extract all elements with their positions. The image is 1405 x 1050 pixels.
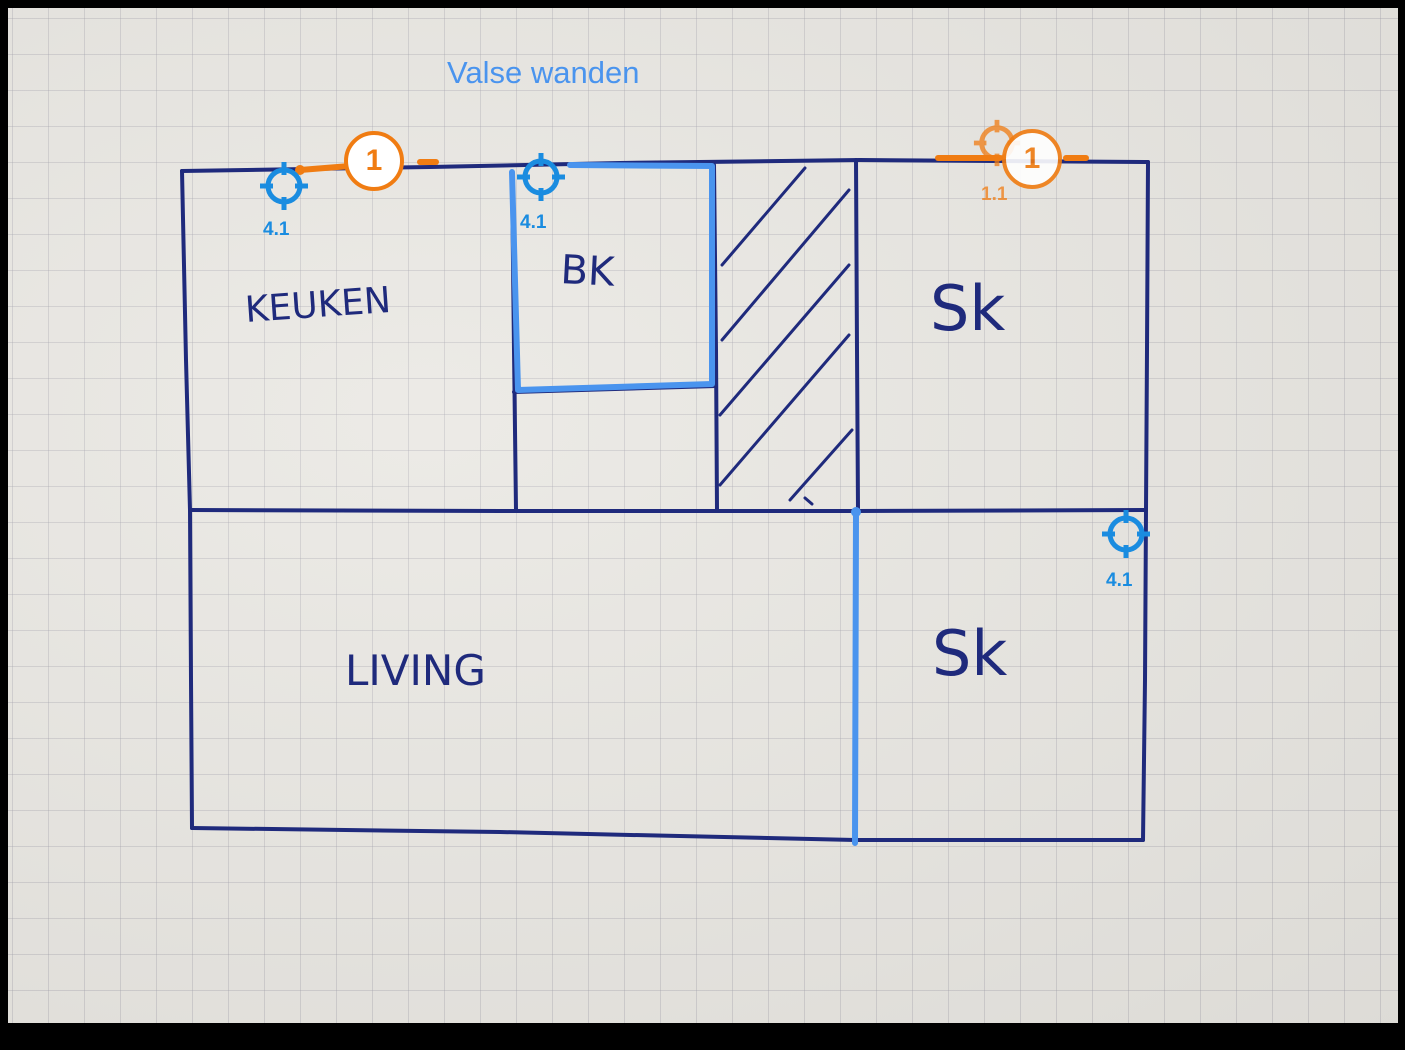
- room-labels: KEUKEN BK Sk LIVING Sk: [244, 247, 1008, 695]
- crosshair-icon[interactable]: [258, 160, 310, 212]
- room-label-sk-top: Sk: [930, 272, 1005, 345]
- middle-wall: [188, 508, 1148, 513]
- drawing-canvas: [8, 8, 1398, 1023]
- number-badge[interactable]: 1: [1002, 129, 1062, 189]
- orange-line-dot: [295, 165, 305, 175]
- false-wall-bk-outline[interactable]: [509, 162, 715, 393]
- crosshair-icon[interactable]: [515, 151, 567, 203]
- marker-label: 4.1: [1106, 570, 1133, 591]
- orange-line-left[interactable]: [297, 163, 353, 173]
- false-wall-vertical[interactable]: [852, 509, 859, 846]
- outer-wall-left: [180, 169, 194, 830]
- false-walls-overlay[interactable]: [509, 162, 861, 846]
- wall-shaft-sk: [854, 158, 860, 512]
- room-label-sk-bottom: Sk: [932, 617, 1007, 690]
- number-badge[interactable]: 1: [344, 131, 404, 191]
- crosshair-icon[interactable]: [1100, 508, 1152, 560]
- outer-wall-bottom: [190, 826, 1145, 842]
- outer-wall-right: [1141, 160, 1150, 842]
- false-wall-endpoint[interactable]: [851, 507, 861, 517]
- marker-label: 1.1: [981, 184, 1008, 205]
- marker-label: 4.1: [520, 212, 547, 233]
- room-label-living: LIVING: [345, 646, 486, 695]
- room-label-bk: BK: [559, 247, 617, 296]
- room-label-keuken: KEUKEN: [244, 280, 393, 331]
- hatched-shaft: [718, 166, 854, 506]
- ink-walls: [180, 158, 1150, 842]
- overlay-title: Valse wanden: [447, 55, 640, 90]
- marker-label: 4.1: [263, 219, 290, 240]
